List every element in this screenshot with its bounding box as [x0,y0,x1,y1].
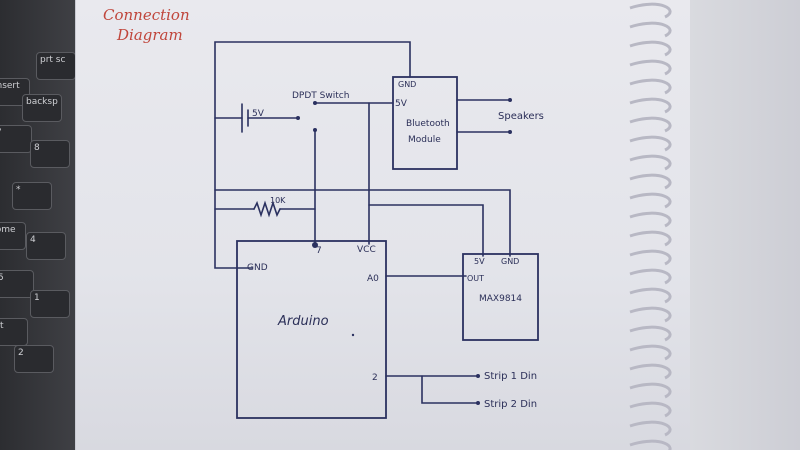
max9814-box [462,253,539,341]
pin7-node [312,242,318,248]
strip1-label: Strip 1 Din [484,371,537,382]
spiral-coil [629,173,672,190]
spiral-coil [629,21,672,38]
spiral-coil [629,154,672,171]
spiral-coil [629,97,672,114]
arduino-box [236,240,387,419]
keyboard-key: prt sc [36,52,76,80]
spiral-coil [629,401,672,418]
spiral-coil [629,59,672,76]
max-ground-wire [214,189,511,257]
spiral-coil [629,78,672,95]
resistor-label: 10K [270,196,286,205]
spiral-coil [629,382,672,399]
max-name: MAX9814 [479,294,522,304]
keyboard-key: * [12,182,52,210]
ground-wire [214,41,411,269]
speaker-terminal [508,98,512,102]
keyboard-key: 5 [0,270,34,298]
bluetooth-name-line2: Module [408,135,441,145]
arduino-pin7-label: 7 [316,246,322,256]
keyboard-key: 8 [30,140,70,168]
keyboard-key: 1 [30,290,70,318]
battery-label: 5V [252,109,265,119]
strip1-terminal [476,374,480,378]
bluetooth-5v-label: 5V [395,99,408,109]
spiral-coil [629,40,672,57]
spiral-coil [629,192,672,209]
spiral-coil [629,287,672,304]
spiral-coil [629,363,672,380]
keyboard-key: 2 [14,345,54,373]
switch-terminal [296,116,300,120]
keyboard-key: backsp [22,94,62,122]
spiral-binding [629,2,672,450]
speaker-terminal [508,130,512,134]
max-power-wire [368,204,484,257]
switch-label: DPDT Switch [292,91,349,101]
spiral-coil [629,306,672,323]
arduino-name: Arduino [277,314,329,329]
arduino-pin2-label: 2 [372,373,378,383]
spiral-coil [629,268,672,285]
spiral-coil [629,249,672,266]
bluetooth-module-box [392,76,458,170]
bluetooth-gnd-label: GND [398,80,416,89]
pencil-mark [351,333,355,337]
keyboard-key: 7 [0,125,32,153]
strip2-wire [421,375,479,404]
diagram-subtitle: Diagram [116,26,183,44]
spiral-coil [629,439,672,450]
spiral-coil [629,135,672,152]
spiral-coil [629,420,672,437]
speakers-label: Speakers [498,111,544,122]
strip2-label: Strip 2 Din [484,399,537,410]
keyboard-key: home [0,222,26,250]
spiral-coil [629,211,672,228]
arduino-gnd-label: GND [247,263,268,273]
keyboard-key: 4 [26,232,66,260]
spiral-coil [629,325,672,342]
diagram-title: Connection [103,6,190,24]
spiral-coil [629,2,672,19]
strip2-terminal [476,401,480,405]
bluetooth-name-line1: Bluetooth [406,119,450,129]
max-out-label: OUT [467,274,484,283]
next-notebook-page [690,0,800,450]
max-gnd-label: GND [501,257,519,266]
arduino-a0-label: A0 [367,274,379,284]
spiral-coil [629,116,672,133]
arduino-vcc-label: VCC [357,245,376,255]
resistor-symbol [253,200,281,218]
max-5v-label: 5V [474,257,485,266]
spiral-coil [629,344,672,361]
spiral-coil [629,230,672,247]
